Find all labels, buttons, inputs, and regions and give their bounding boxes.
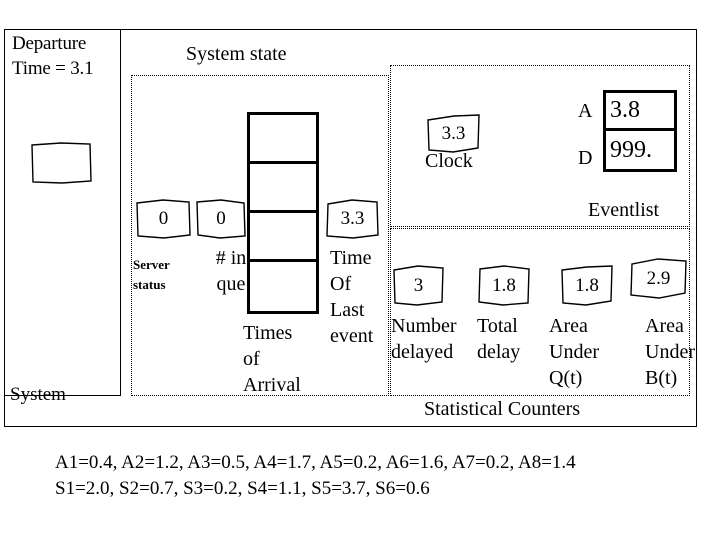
clock-box: 3.3 [427, 114, 480, 154]
number-delayed-caption-line1: Number [391, 315, 457, 337]
area-under-b-caption-line1: Area [645, 315, 684, 337]
eventlist-table: 3.8 999. [603, 90, 677, 172]
clock-caption: Clock [425, 150, 473, 172]
number-delayed-caption-line2: delayed [391, 341, 454, 363]
queue-cell [250, 164, 316, 213]
times-of-arrival-caption: Times of Arrival [243, 320, 323, 398]
time-of-last-event-caption-line2: Of [330, 273, 352, 295]
area-under-q-caption-line1: Area [549, 315, 588, 337]
eventlist-key-arrival: A [578, 100, 593, 122]
service-times-line: S1=2.0, S2=0.7, S3=0.2, S4=1.1, S5=3.7, … [55, 478, 430, 499]
total-delay-caption: Total delay [477, 313, 539, 365]
outer-frame [4, 29, 697, 427]
departure-time-label: Departure Time = 3.1 [12, 31, 124, 81]
total-delay-value: 1.8 [492, 274, 516, 296]
area-under-q-box: 1.8 [561, 265, 613, 306]
system-state-title: System state [186, 43, 287, 65]
statistical-counters-title: Statistical Counters [424, 398, 581, 420]
eventlist-region [390, 65, 690, 227]
area-under-b-box: 2.9 [630, 258, 687, 299]
number-in-queue-value: 0 [216, 208, 226, 229]
times-of-arrival-caption-line2: of [243, 348, 260, 370]
time-of-last-event-caption: Time Of Last event [330, 245, 388, 349]
number-in-queue-caption-line1: # in [215, 247, 247, 269]
statistical-counters-region [390, 228, 690, 396]
system-panel-label: System [10, 384, 66, 405]
server-status-box: 0 [136, 199, 191, 239]
number-delayed-value: 3 [413, 274, 424, 296]
server-status-caption: Server status [133, 255, 193, 295]
time-of-last-event-caption-line1: Time [330, 247, 372, 269]
system-panel: Departure Time = 3.1 System [4, 29, 124, 405]
time-of-last-event-caption-line4: event [330, 325, 374, 347]
departure-time-line1: Departure [12, 33, 87, 54]
total-delay-caption-line2: delay [477, 341, 521, 363]
area-under-b-caption: Area Under B(t) [645, 313, 707, 391]
area-under-b-caption-line2: Under [645, 341, 695, 363]
eventlist-key-departure: D [578, 147, 593, 169]
departure-empty-box [31, 141, 92, 185]
queue-cell [250, 262, 316, 311]
area-under-b-value: 2.9 [646, 267, 671, 289]
input-data-lines: A1=0.4, A2=1.2, A3=0.5, A4=1.7, A5=0.2, … [55, 450, 576, 502]
queue-cell [250, 213, 316, 262]
time-of-last-event-box: 3.3 [326, 199, 379, 239]
times-of-arrival-caption-line3: Arrival [243, 374, 301, 396]
area-under-q-caption-line3: Q(t) [549, 367, 583, 389]
eventlist-row-arrival: 3.8 [606, 93, 674, 131]
number-in-queue-caption: # in que [203, 245, 259, 297]
server-status-caption-line1: Server status [133, 257, 170, 292]
total-delay-box: 1.8 [478, 265, 530, 306]
number-delayed-box: 3 [393, 265, 444, 306]
system-state-region [131, 75, 389, 396]
departure-time-line2: Time = 3.1 [12, 58, 94, 79]
arrival-times-line: A1=0.4, A2=1.2, A3=0.5, A4=1.7, A5=0.2, … [55, 452, 576, 473]
eventlist-caption: Eventlist [588, 199, 660, 221]
area-under-q-caption: Area Under Q(t) [549, 313, 611, 391]
queue-cell [250, 115, 316, 164]
number-delayed-caption: Number delayed [391, 313, 477, 365]
area-under-q-caption-line2: Under [549, 341, 599, 363]
times-of-arrival-caption-line1: Times [243, 322, 293, 344]
times-of-arrival-stack [247, 112, 319, 314]
clock-value: 3.3 [441, 123, 466, 144]
time-of-last-event-caption-line3: Last [330, 299, 365, 321]
area-under-q-value: 1.8 [575, 274, 599, 296]
eventlist-row-departure: 999. [610, 136, 652, 163]
number-in-queue-box: 0 [196, 199, 246, 239]
time-of-last-event-value: 3.3 [340, 208, 365, 229]
area-under-b-caption-line3: B(t) [645, 367, 678, 389]
total-delay-caption-line1: Total [477, 315, 518, 337]
server-status-value: 0 [158, 208, 169, 229]
number-in-queue-caption-line2: que [216, 273, 246, 295]
